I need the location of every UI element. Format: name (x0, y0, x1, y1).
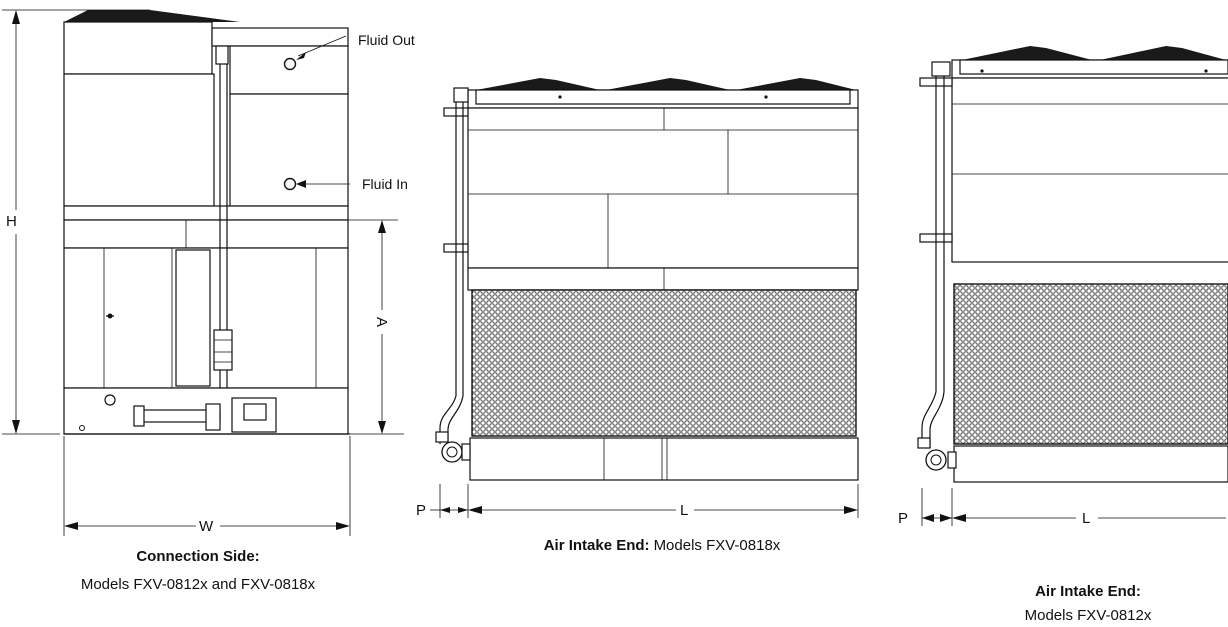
fan-cap (476, 78, 600, 90)
dim-p-label: P (898, 510, 908, 527)
air-intake-end-0818-view: P L Air Intake End:Models FXV-0818x (416, 78, 859, 554)
dim-a-label: A (373, 317, 390, 327)
dim-l-label: L (1082, 510, 1090, 527)
air-intake-louver (471, 289, 857, 437)
connection-side-caption-models: Models FXV-0812x and FXV-0818x (81, 576, 316, 593)
air-intake-0818-caption: Air Intake End:Models FXV-0818x (544, 537, 781, 554)
dim-p-label: P (416, 502, 426, 519)
fan-cap (1100, 46, 1226, 60)
fan-cap (606, 78, 730, 90)
fluid-out-label: Fluid Out (358, 32, 415, 48)
dim-h-label: H (6, 213, 17, 230)
fluid-in-nozzle (283, 177, 297, 191)
fan-cap (64, 10, 240, 22)
fluid-out-nozzle (283, 57, 297, 71)
air-intake-0812-caption-title: Air Intake End: (1035, 583, 1141, 600)
fluid-in-label: Fluid In (362, 176, 408, 192)
connection-side-view: Fluid Out Fluid In H A W Connection Side… (2, 9, 415, 593)
air-intake-0818-caption-title: Air Intake End: (544, 537, 650, 554)
air-intake-0812-caption-models: Models FXV-0812x (1025, 607, 1152, 624)
air-intake-end-0812-view: P L Air Intake End: Models FXV-0812x (898, 46, 1228, 624)
dim-l-label: L (680, 502, 688, 519)
connection-side-caption-title: Connection Side: (136, 548, 259, 565)
air-intake-0818-caption-models: Models FXV-0818x (654, 537, 781, 554)
fan-cap (962, 46, 1092, 60)
air-intake-louver (953, 283, 1228, 445)
fan-cap (736, 78, 856, 90)
dim-w-label: W (199, 518, 214, 535)
